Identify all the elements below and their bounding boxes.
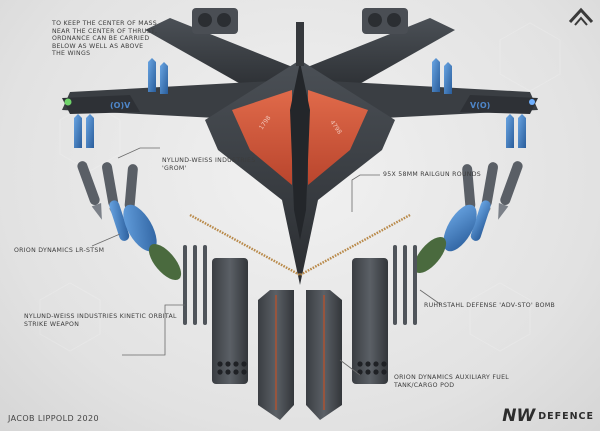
label-center-of-mass-note: TO KEEP THE CENTER OF MASS NEAR THE CENT…: [52, 20, 157, 58]
leader-lines: [91, 147, 441, 376]
artist-credit: JACOB LIPPOLD 2020: [8, 414, 99, 423]
launcher-pod-right: [352, 258, 388, 384]
left-engine-pod: [192, 8, 238, 34]
left-upper-wing: [145, 18, 300, 95]
label-fuel-tank: ORION DYNAMICS AUXILIARY FUEL TANK/CARGO…: [394, 374, 509, 389]
right-wingtip: [460, 95, 538, 114]
label-kinetic-strike: NYLUND-WEISS INDUSTRIES KINETIC ORBITAL …: [24, 313, 177, 328]
label-ruhrstahl-bomb: RUHRSTAHL DEFENSE 'ADV-STO' BOMB: [424, 302, 556, 309]
chevron-up-logo-icon: [568, 7, 594, 26]
right-wing-marking: V(O): [470, 101, 490, 110]
note-line: TO KEEP THE CENTER OF MASS: [52, 20, 157, 27]
nav-light-blue: [529, 99, 535, 105]
label-railgun-rounds: 95X 58MM RAILGUN ROUNDS: [383, 171, 481, 178]
kinetic-rods-left: [183, 245, 207, 325]
railgun-ammo-belt: [189, 213, 411, 277]
orion-stsm-left: [123, 204, 182, 281]
right-orange-panel: [308, 90, 368, 185]
brand-logo: NW DEFENCE: [502, 408, 594, 425]
kinetic-line: STRIKE WEAPON: [24, 320, 80, 328]
launcher-pod-left: [212, 258, 248, 384]
grom-line: 'GROM': [162, 164, 187, 172]
fuel-tank-left: [258, 290, 294, 420]
fuel-line: ORION DYNAMICS AUXILIARY FUEL: [394, 374, 510, 381]
label-grom: NYLUND-WEISS INDUSTRIES 'GROM': [162, 157, 255, 172]
left-wingtip: [62, 95, 140, 114]
note-line: NEAR THE CENTER OF THRUST,: [52, 27, 158, 35]
grom-missiles-right: [462, 161, 523, 241]
grom-line: NYLUND-WEISS INDUSTRIES: [162, 157, 256, 164]
dorsal-cannon: [296, 22, 304, 66]
note-line: ORDNANCE CAN BE CARRIED: [52, 35, 150, 43]
note-line: BELOW AS WELL AS ABOVE: [52, 42, 144, 50]
right-wing-missiles: [432, 58, 526, 148]
nav-light-green: [64, 98, 72, 106]
left-orange-panel: [232, 90, 292, 185]
brand-text: DEFENCE: [538, 411, 594, 422]
label-orion-stsm: ORION DYNAMICS LR-STSM: [14, 247, 105, 254]
left-wing-missiles: [74, 58, 168, 148]
right-engine-pod: [362, 8, 408, 34]
fuel-line: TANK/CARGO POD: [394, 381, 455, 389]
nw-brand-icon: NW: [502, 406, 536, 426]
right-upper-wing: [300, 18, 455, 95]
orion-stsm-right: [413, 204, 477, 274]
fuel-tank-right: [306, 290, 342, 420]
kinetic-line: NYLUND-WEISS INDUSTRIES KINETIC ORBITAL: [24, 313, 177, 320]
fighter-craft: (O)V V(O) 1798 4798: [62, 8, 538, 285]
left-wing-marking: (O)V: [110, 101, 131, 110]
note-line: THE WINGS: [52, 50, 91, 58]
cockpit-spine: [290, 62, 310, 240]
kinetic-rods-right: [393, 245, 417, 325]
